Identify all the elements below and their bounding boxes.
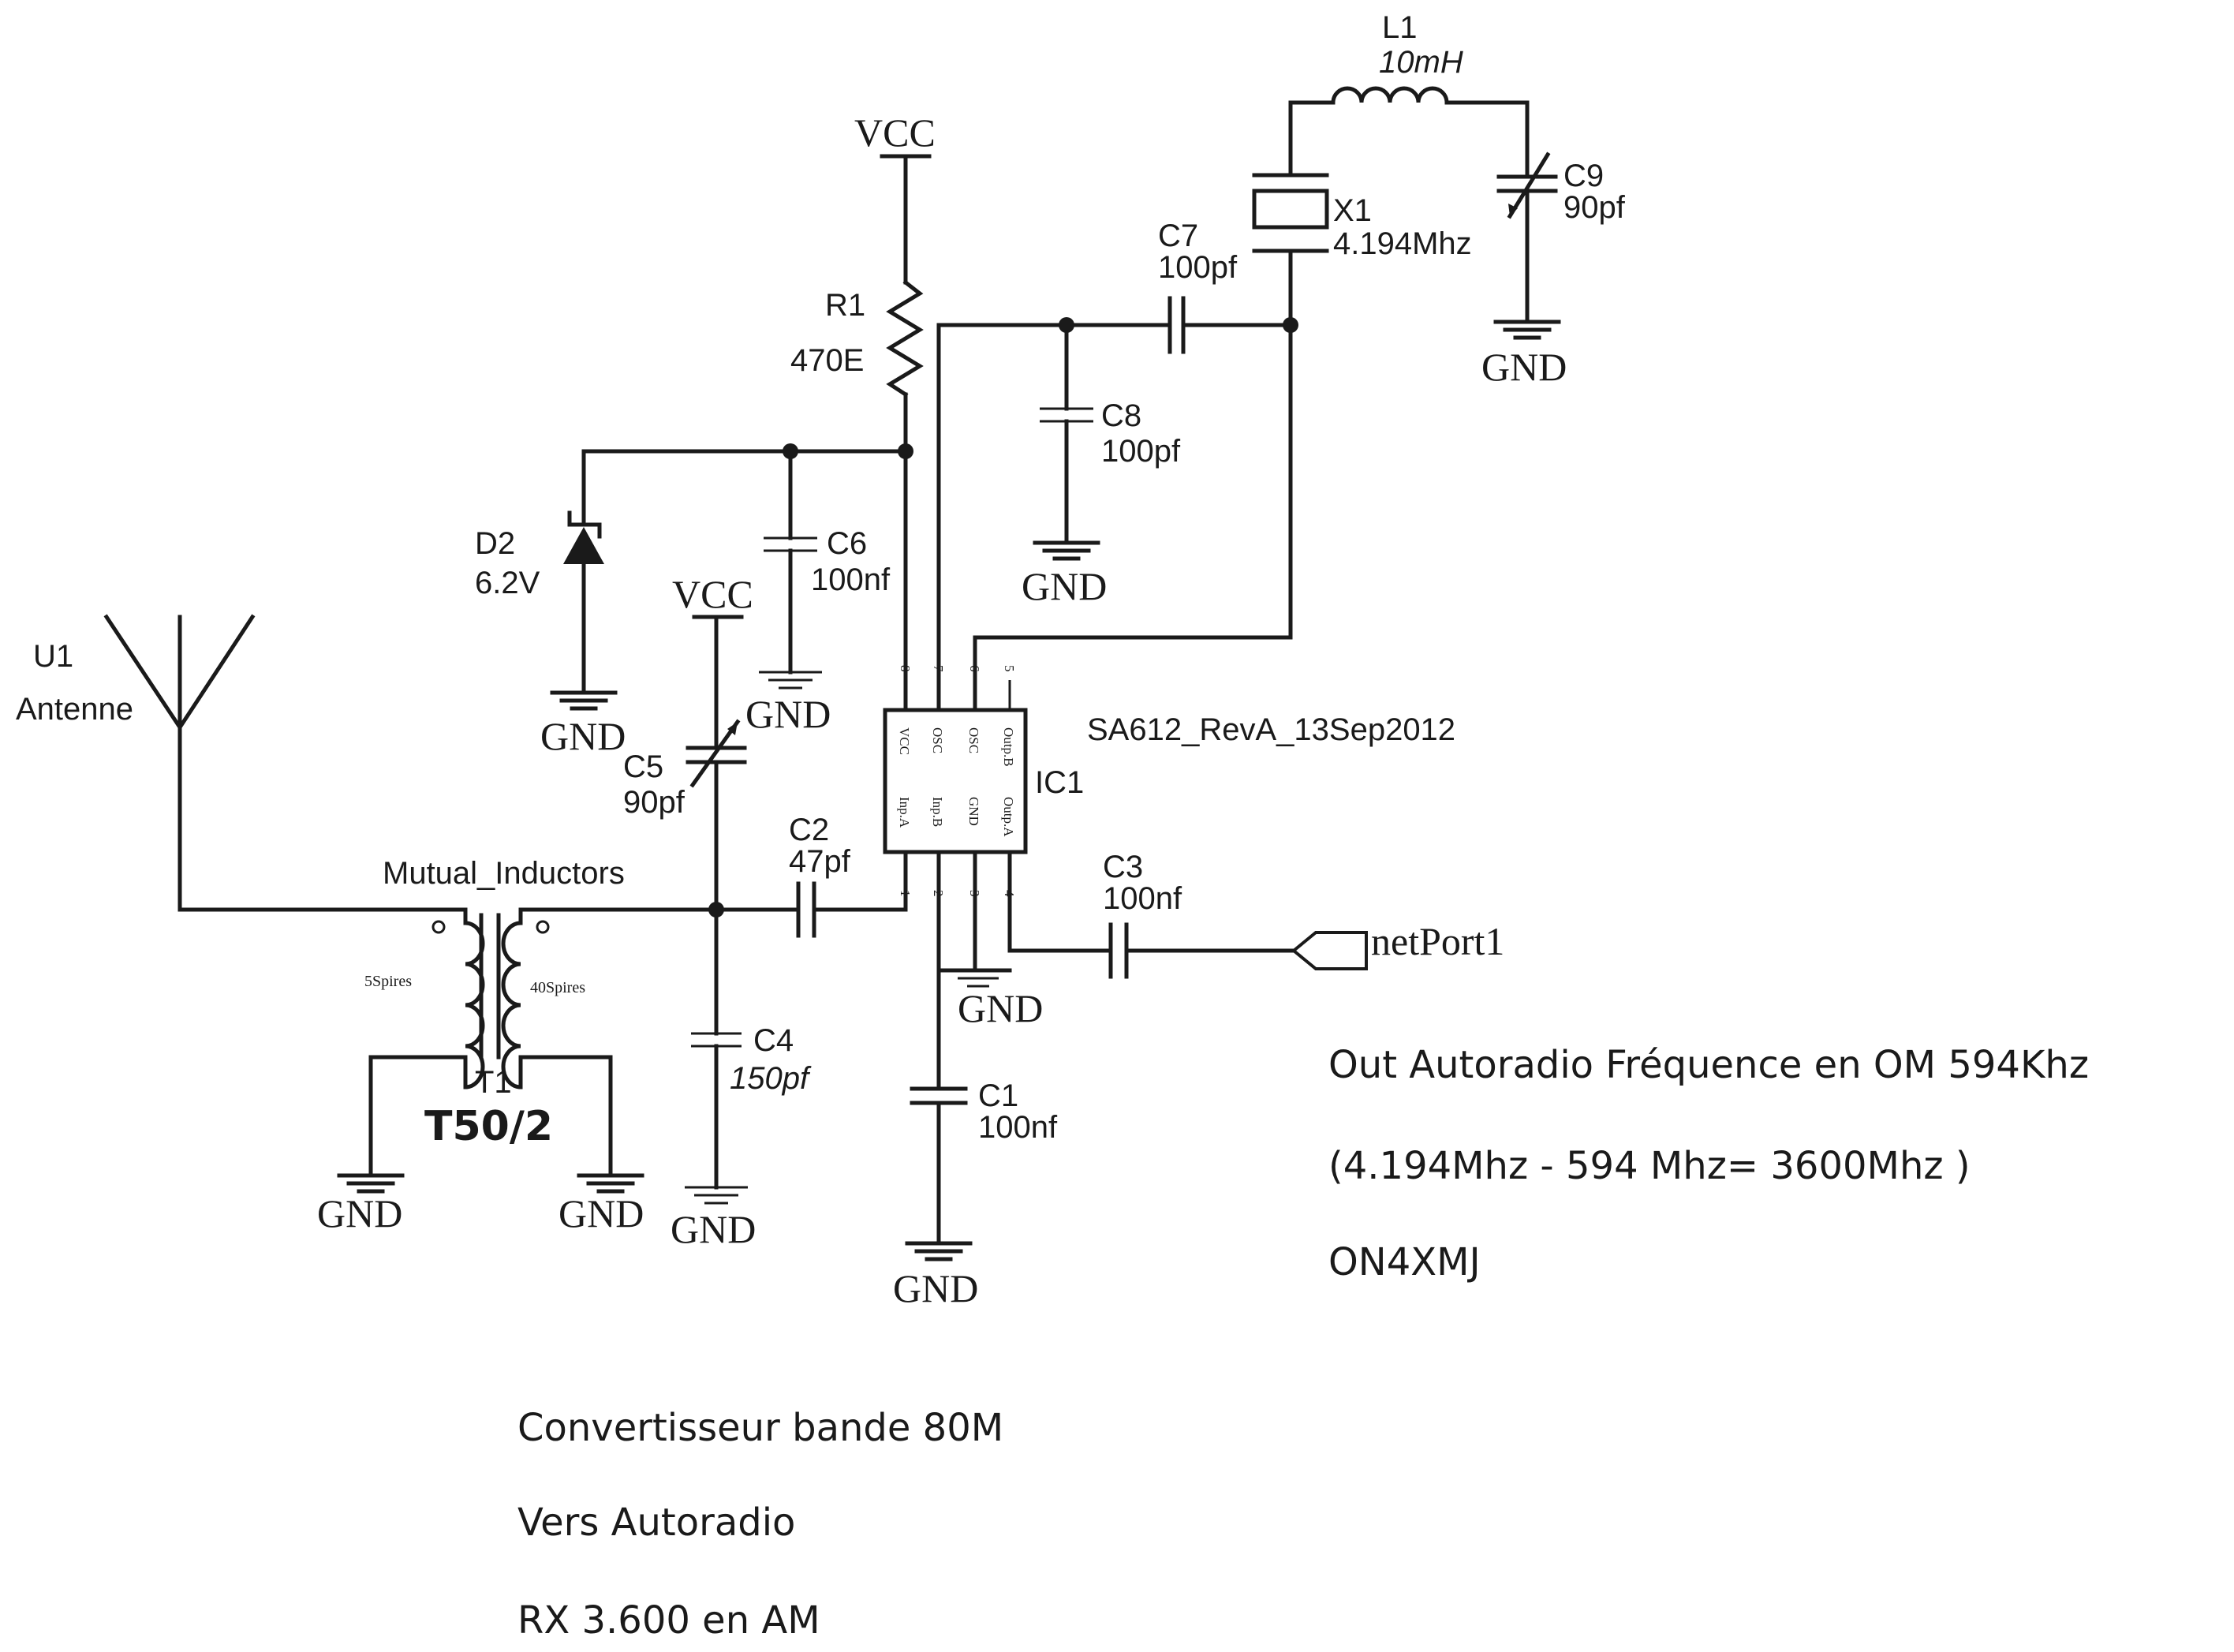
ic1-pin-num: 1: [898, 890, 913, 897]
gnd-label: GND: [317, 1191, 402, 1235]
gnd-symbol: GND: [317, 1173, 405, 1235]
ic1-pin-num: 4: [1002, 890, 1017, 897]
c9-value: 90pf: [1563, 190, 1626, 225]
capacitor-c9: C9 90pf GND: [1481, 100, 1626, 389]
d2-ref: D2: [475, 526, 515, 561]
l1-value: 10mH: [1379, 45, 1463, 80]
c8-ref: C8: [1101, 398, 1141, 433]
transformer-core: T50/2: [424, 1103, 553, 1150]
ic1-part: SA612_RevA_13Sep2012: [1087, 712, 1455, 747]
capacitor-c5: VCC C5 90pf: [623, 572, 753, 912]
c1-value: 100nf: [978, 1110, 1058, 1145]
gnd-symbol: GND: [558, 1173, 644, 1235]
antenna-u1: U1 Antenne: [16, 614, 256, 912]
ic1-pin-name: OSC: [930, 727, 945, 753]
note-output-frequency: Out Autoradio Fréquence en OM 594Khz: [1328, 1043, 2090, 1087]
c2-value: 47pf: [789, 844, 851, 879]
c2-ref: C2: [789, 813, 829, 847]
ic1-pin-name: VCC: [897, 727, 912, 755]
transformer-ref: T1: [475, 1065, 512, 1100]
gnd-label: GND: [671, 1207, 756, 1251]
capacitor-c3: C3 100nf: [1007, 850, 1296, 979]
r1-ref: R1: [825, 288, 865, 323]
ic1-ref: IC1: [1035, 765, 1084, 800]
resistor-r1: VCC R1 470E: [790, 110, 936, 454]
transformer-group-label: Mutual_Inductors: [383, 856, 625, 891]
r1-value: 470E: [790, 343, 864, 378]
c7-ref: C7: [1158, 219, 1198, 253]
ic1-pin-name: OSC: [966, 727, 981, 753]
gnd-label: GND: [558, 1191, 644, 1235]
c9-ref: C9: [1563, 159, 1604, 193]
inductor-l1: L1 10mH: [1288, 10, 1530, 105]
c4-value: 150pf: [730, 1061, 812, 1096]
c7-value: 100pf: [1158, 250, 1238, 285]
gnd-label: GND: [1481, 345, 1567, 389]
capacitor-c2: C2 47pf: [714, 813, 908, 938]
capacitor-c1: C1 100nf GND: [893, 968, 1058, 1310]
gnd-label: GND: [893, 1266, 978, 1310]
c4-ref: C4: [753, 1023, 794, 1058]
ic1-pin-name: Outp.A: [1001, 797, 1016, 837]
net-port-label: netPort1: [1371, 919, 1504, 963]
note-description-3: RX 3.600 en AM: [517, 1598, 820, 1643]
c8-value: 100pf: [1101, 434, 1181, 469]
ic1-pin-name: GND: [966, 797, 981, 826]
note-callsign: ON4XMJ: [1328, 1240, 1481, 1284]
c5-value: 90pf: [623, 785, 686, 820]
antenna-ref: U1: [33, 639, 73, 674]
note-description-2: Vers Autoradio: [517, 1501, 796, 1545]
ic1-pin-name: Outp.B: [1001, 727, 1016, 767]
ic1-pin-name: Inp.B: [930, 797, 945, 827]
vcc-label: VCC: [672, 572, 753, 616]
capacitor-c8: C8 100pf GND: [1022, 323, 1181, 608]
note-description-1: Convertisseur bande 80M: [517, 1406, 1004, 1450]
c6-ref: C6: [827, 526, 867, 561]
ic1-sa612: SA612_RevA_13Sep2012 IC1 8 7 6 5 1 2 3 4…: [883, 323, 1455, 973]
capacitor-c7: C7 100pf: [1158, 219, 1293, 354]
capacitor-c6: C6 100nf GND: [745, 449, 891, 736]
ic1-pin-num: 5: [1002, 665, 1017, 672]
capacitor-c4: C4 150pf GND: [671, 907, 812, 1251]
crystal-x1: X1 4.194Mhz: [1252, 100, 1472, 327]
c3-value: 100nf: [1103, 881, 1182, 916]
c6-value: 100nf: [811, 563, 891, 597]
ic1-pin-num: 8: [898, 665, 913, 672]
gnd-label: GND: [958, 986, 1043, 1030]
ic1-pin-num: 7: [931, 665, 946, 672]
x1-ref: X1: [1333, 193, 1372, 228]
note-frequency-calc: (4.194Mhz - 594 Mhz= 3600Mhz ): [1328, 1144, 1971, 1188]
ic1-pin-num: 6: [967, 665, 982, 672]
l1-ref: L1: [1382, 10, 1418, 45]
c1-ref: C1: [978, 1078, 1018, 1113]
c3-ref: C3: [1103, 850, 1143, 884]
net-port-1: netPort1: [1291, 919, 1504, 970]
gnd-label: GND: [540, 714, 626, 758]
d2-value: 6.2V: [475, 566, 540, 600]
ic1-pin-name: Inp.A: [897, 797, 912, 828]
ic1-pin-num: 3: [967, 890, 982, 897]
primary-turns: 5Spires: [364, 973, 412, 990]
ic1-pin-num: 2: [931, 890, 946, 897]
vcc-label: VCC: [854, 110, 936, 155]
gnd-symbol: GND: [947, 969, 1043, 1030]
gnd-label: GND: [745, 692, 831, 736]
secondary-turns: 40Spires: [530, 979, 585, 996]
antenna-name: Antenne: [16, 692, 133, 727]
gnd-label: GND: [1022, 564, 1107, 608]
zener-d2: D2 6.2V GND: [475, 449, 626, 758]
c5-ref: C5: [623, 749, 663, 784]
transformer-t1: Mutual_Inductors 5Spires 40Spires T1 T50…: [364, 856, 719, 1178]
x1-value: 4.194Mhz: [1333, 226, 1472, 261]
